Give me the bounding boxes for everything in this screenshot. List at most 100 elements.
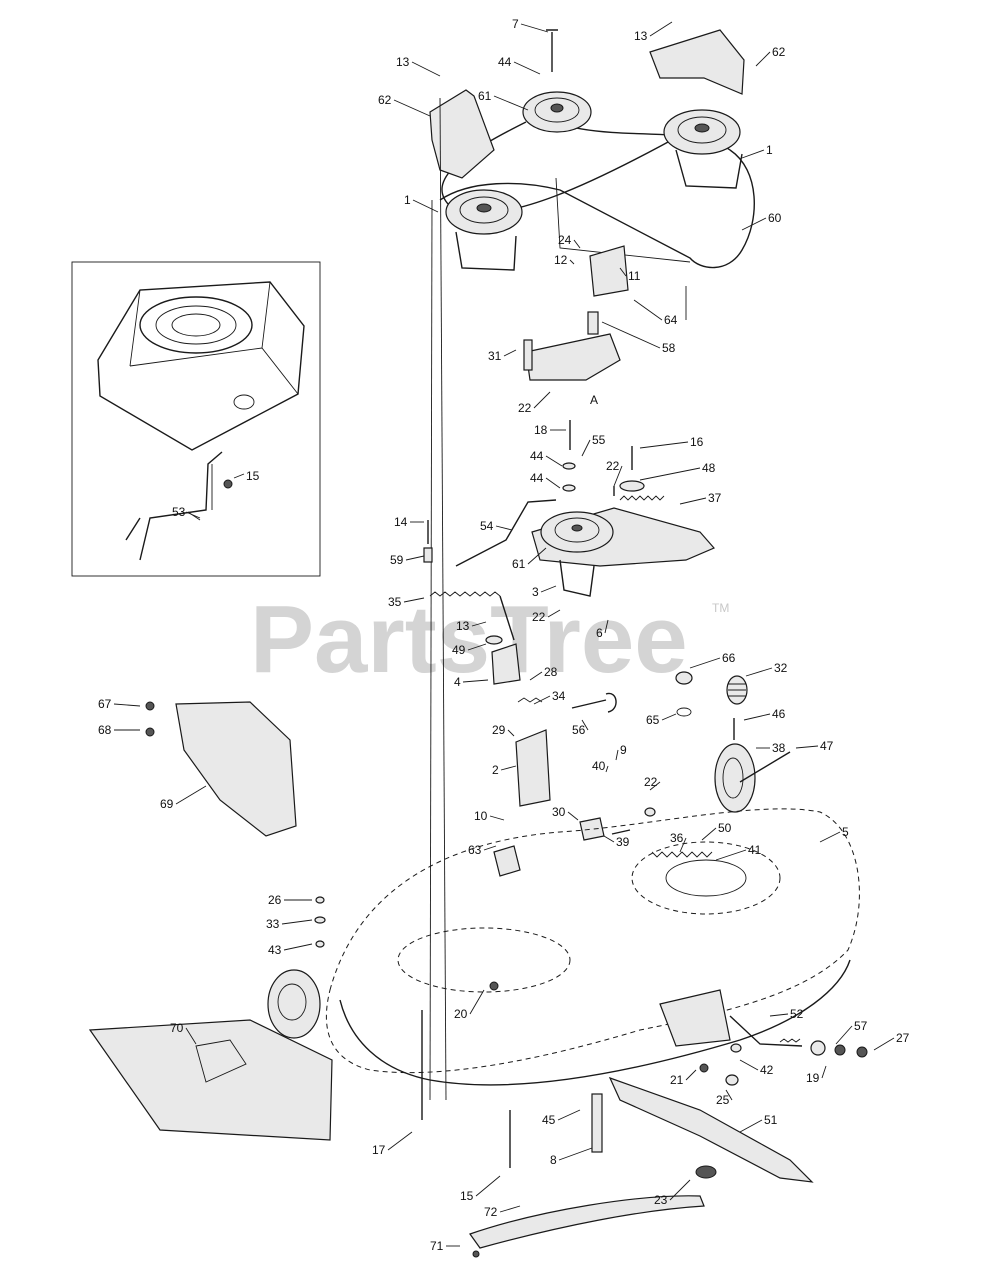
callout-50: 50 <box>718 821 732 835</box>
leader-line-46 <box>743 713 771 721</box>
leader-line-61 <box>493 95 529 111</box>
leader-line-60 <box>741 217 767 231</box>
leader-line-44 <box>513 61 541 75</box>
inset-panel <box>71 261 321 577</box>
leader-line-72 <box>499 1205 521 1213</box>
callout-31: 31 <box>488 349 502 363</box>
leader-line-59 <box>405 555 425 561</box>
callout-64: 64 <box>664 313 678 327</box>
leader-line-24 <box>573 239 581 249</box>
callout-34: 34 <box>552 689 566 703</box>
callout-22: 22 <box>644 775 658 789</box>
leader-line-54 <box>495 525 513 531</box>
leader-line-27 <box>873 1037 895 1051</box>
callout-37: 37 <box>708 491 722 505</box>
leader-line-63 <box>483 845 497 851</box>
callout-27: 27 <box>896 1031 910 1045</box>
leader-line-55 <box>581 439 591 457</box>
callout-39: 39 <box>616 835 630 849</box>
leader-line-23 <box>669 1179 691 1201</box>
leader-line-62 <box>755 51 771 67</box>
leader-line-29 <box>507 729 515 737</box>
callout-58: 58 <box>662 341 676 355</box>
leader-line-13 <box>471 621 487 627</box>
leader-line-8 <box>558 1147 593 1161</box>
leader-line-32 <box>745 667 773 677</box>
section-label: A <box>590 393 598 407</box>
leader-line-20 <box>469 989 485 1015</box>
callout-53: 53 <box>172 505 186 519</box>
callout-56: 56 <box>572 723 586 737</box>
callout-44: 44 <box>530 449 544 463</box>
leader-line-21 <box>685 1069 697 1081</box>
callout-40: 40 <box>592 759 606 773</box>
callout-33: 33 <box>266 917 280 931</box>
leader-line-28 <box>529 671 543 681</box>
leader-line-37 <box>679 497 707 505</box>
callout-4: 4 <box>454 675 461 689</box>
callout-65: 65 <box>646 713 660 727</box>
leader-line-41 <box>715 849 747 861</box>
callout-19: 19 <box>806 1071 820 1085</box>
callout-21: 21 <box>670 1073 684 1087</box>
callout-70: 70 <box>170 1021 184 1035</box>
callout-13: 13 <box>634 29 648 43</box>
leader-line-58 <box>601 321 661 349</box>
callout-44: 44 <box>498 55 512 69</box>
leader-line-16 <box>639 441 689 449</box>
callout-30: 30 <box>552 805 566 819</box>
callout-11: 11 <box>628 269 641 283</box>
leader-line-22 <box>533 391 551 409</box>
callout-12: 12 <box>554 253 568 267</box>
callout-9: 9 <box>620 743 627 757</box>
callout-62: 62 <box>772 45 786 59</box>
callout-13: 13 <box>456 619 470 633</box>
callout-2: 2 <box>492 763 499 777</box>
callout-17: 17 <box>372 1143 386 1157</box>
callout-6: 6 <box>596 626 603 640</box>
leader-line-65 <box>661 713 677 721</box>
leader-line-30 <box>567 811 579 821</box>
callout-67: 67 <box>98 697 112 711</box>
callout-28: 28 <box>544 665 558 679</box>
idler-arm-assembly <box>423 420 715 685</box>
callout-61: 61 <box>478 89 492 103</box>
leader-line-56 <box>581 719 589 731</box>
leader-line-51 <box>739 1119 763 1133</box>
bolt-15-icon <box>223 479 233 489</box>
leader-line-13 <box>411 61 441 77</box>
leader-line-15 <box>475 1175 501 1197</box>
leader-line-22 <box>649 781 661 791</box>
callout-48: 48 <box>702 461 716 475</box>
leader-line-5 <box>819 831 841 843</box>
callout-61: 61 <box>512 557 526 571</box>
watermark-text: PartsTree <box>250 586 688 693</box>
callout-29: 29 <box>492 723 506 737</box>
leader-line-1 <box>741 149 765 159</box>
callout-60: 60 <box>768 211 782 225</box>
callout-46: 46 <box>772 707 786 721</box>
leader-line-52 <box>769 1013 789 1017</box>
callout-45: 45 <box>542 1113 556 1127</box>
callout-3: 3 <box>532 585 539 599</box>
callout-22: 22 <box>532 610 546 624</box>
leader-line-4 <box>462 679 489 683</box>
leader-line-40 <box>605 765 609 773</box>
leader-line-34 <box>533 695 551 705</box>
leader-line-48 <box>639 467 701 481</box>
pulley-assembly <box>429 29 755 1101</box>
leader-line-45 <box>557 1109 581 1121</box>
leader-line-47 <box>795 745 819 749</box>
leader-line-10 <box>489 815 505 821</box>
leader-line-12 <box>569 259 575 265</box>
callout-leaders <box>113 21 895 1247</box>
callout-59: 59 <box>390 553 404 567</box>
leader-line-50 <box>701 827 717 841</box>
callout-15: 15 <box>460 1189 474 1203</box>
callout-62: 62 <box>378 93 392 107</box>
leader-line-25 <box>725 1089 733 1101</box>
leader-line-13 <box>649 21 673 37</box>
